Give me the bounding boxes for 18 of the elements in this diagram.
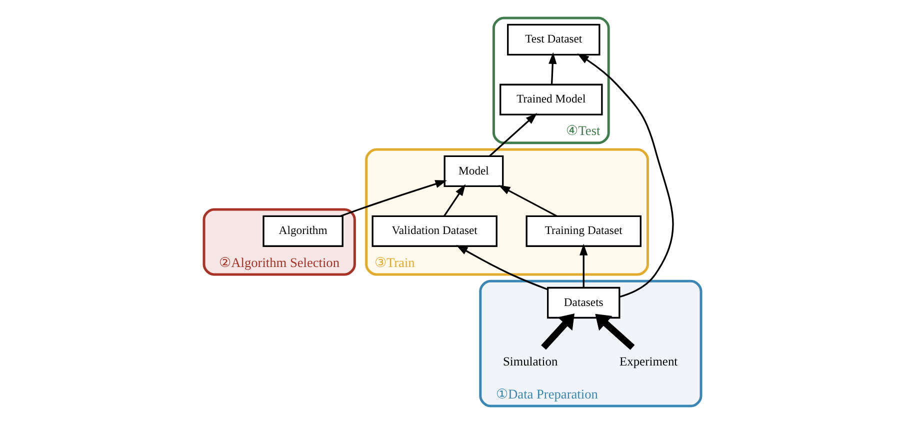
node-text: Simulation — [502, 354, 558, 369]
node-box: Model — [444, 155, 504, 188]
arrow — [541, 314, 575, 350]
node-box: Datasets — [547, 286, 620, 319]
arrow — [595, 314, 635, 350]
arrow — [577, 53, 674, 298]
arrow — [580, 244, 588, 288]
node-text: Experiment — [619, 354, 678, 369]
arrow — [340, 180, 447, 217]
node-box: Training Dataset — [526, 215, 642, 247]
arrow — [444, 184, 466, 216]
node-box: Algorithm — [262, 215, 344, 247]
arrow — [498, 185, 558, 217]
node-box: Test Dataset — [507, 24, 600, 56]
arrow — [456, 245, 548, 290]
arrow — [548, 52, 557, 84]
node-box: Trained Model — [500, 84, 603, 116]
node-box: Validation Dataset — [372, 215, 498, 247]
